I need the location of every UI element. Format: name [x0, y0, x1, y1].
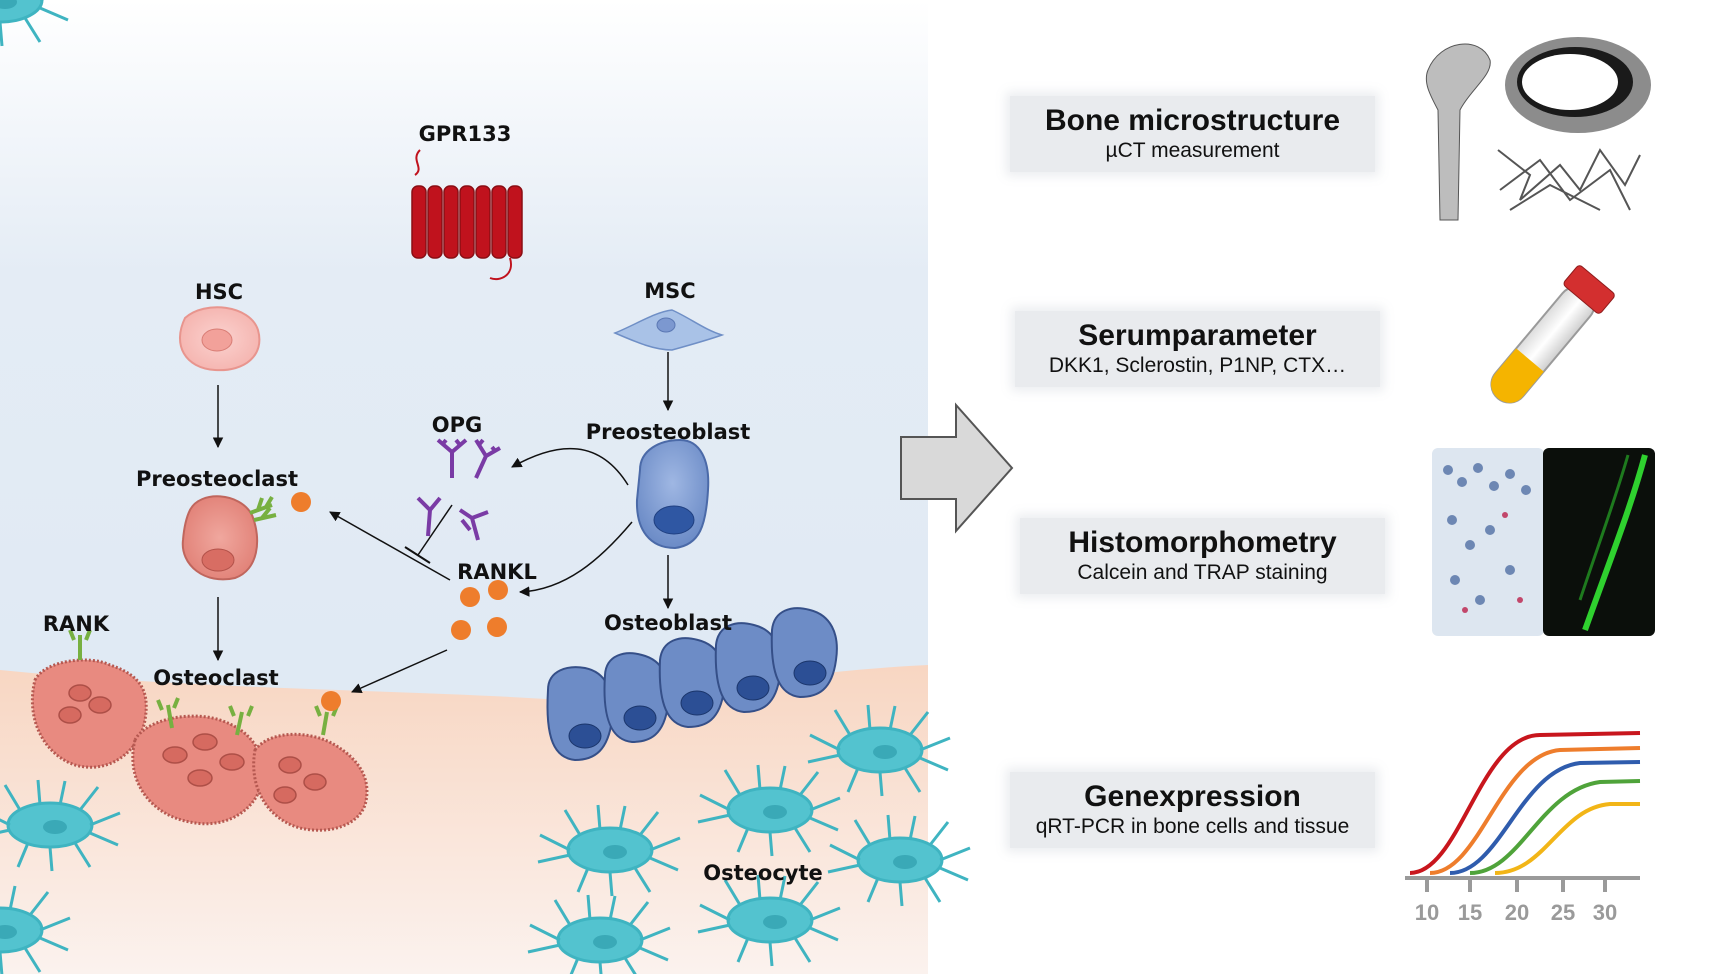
rankl-ligand-icon	[291, 492, 311, 512]
panel-title: Histomorphometry	[1068, 526, 1337, 559]
rank-receptors-icon	[68, 629, 339, 736]
pcr-tick-label: 30	[1592, 900, 1618, 925]
osteoclast-nuclei-icon	[58, 684, 327, 804]
hsc-cell-icon	[179, 306, 261, 372]
preosteoblast-cell-icon	[635, 438, 710, 550]
big-arrow-icon	[900, 402, 1014, 534]
opg-protein-icon	[416, 438, 501, 541]
microct-trabecular-icon	[1497, 148, 1641, 211]
panel-bone-microstructure: Bone microstructure µCT measurement	[1010, 96, 1375, 172]
microct-femur-icon	[1425, 43, 1491, 272]
msc-cell-icon	[613, 309, 725, 351]
panel-histomorphometry: Histomorphometry Calcein and TRAP staini…	[1020, 518, 1385, 594]
label-osteocyte: Osteocyte	[703, 861, 823, 885]
panel-title: Genexpression	[1084, 780, 1301, 813]
panel-subtitle: Calcein and TRAP staining	[1077, 561, 1328, 584]
label-rankl: RANKL	[457, 560, 537, 584]
label-gpr133: GPR133	[418, 122, 512, 146]
label-osteoclast: Osteoclast	[153, 666, 279, 690]
gpr133-receptor-icon	[411, 149, 523, 280]
trap-staining-image-icon	[1432, 448, 1544, 636]
osteoblast-nuclei-icon	[568, 660, 827, 749]
preosteoclast-cell-icon	[181, 492, 311, 581]
panel-subtitle: DKK1, Sclerostin, P1NP, CTX…	[1048, 354, 1347, 377]
label-preosteoclast: Preosteoclast	[136, 467, 298, 491]
label-opg: OPG	[431, 413, 483, 437]
qpcr-axis	[1405, 876, 1640, 892]
panel-title: Serumparameter	[1078, 319, 1317, 352]
pcr-tick-label: 25	[1550, 900, 1576, 925]
panel-genexpression: Genexpression qRT-PCR in bone cells and …	[1010, 772, 1375, 848]
label-rank: RANK	[42, 612, 110, 636]
pcr-tick-label: 10	[1414, 900, 1440, 925]
label-hsc: HSC	[194, 280, 244, 304]
rankl-bound-icon	[321, 691, 341, 711]
osteocyte-cells-icon	[0, 0, 972, 974]
label-msc: MSC	[644, 279, 696, 303]
calcein-staining-image-icon	[1543, 448, 1655, 636]
qpcr-curves-icon	[1409, 731, 1641, 875]
rank-receptor-icon	[249, 495, 277, 522]
label-preosteoblast: Preosteoblast	[585, 420, 751, 444]
rankl-ligand-cluster-icon	[451, 580, 508, 640]
panel-serumparameter: Serumparameter DKK1, Sclerostin, P1NP, C…	[1015, 311, 1380, 387]
panel-title: Bone microstructure	[1044, 104, 1341, 137]
panel-subtitle: qRT-PCR in bone cells and tissue	[1035, 815, 1350, 838]
serum-tube-icon	[1490, 265, 1615, 404]
microct-cortical-ring-icon	[1505, 37, 1651, 133]
pcr-tick-label: 20	[1504, 900, 1530, 925]
label-osteoblast: Osteoblast	[604, 611, 732, 635]
panel-subtitle: µCT measurement	[1105, 139, 1280, 162]
pcr-tick-label: 15	[1457, 900, 1483, 925]
